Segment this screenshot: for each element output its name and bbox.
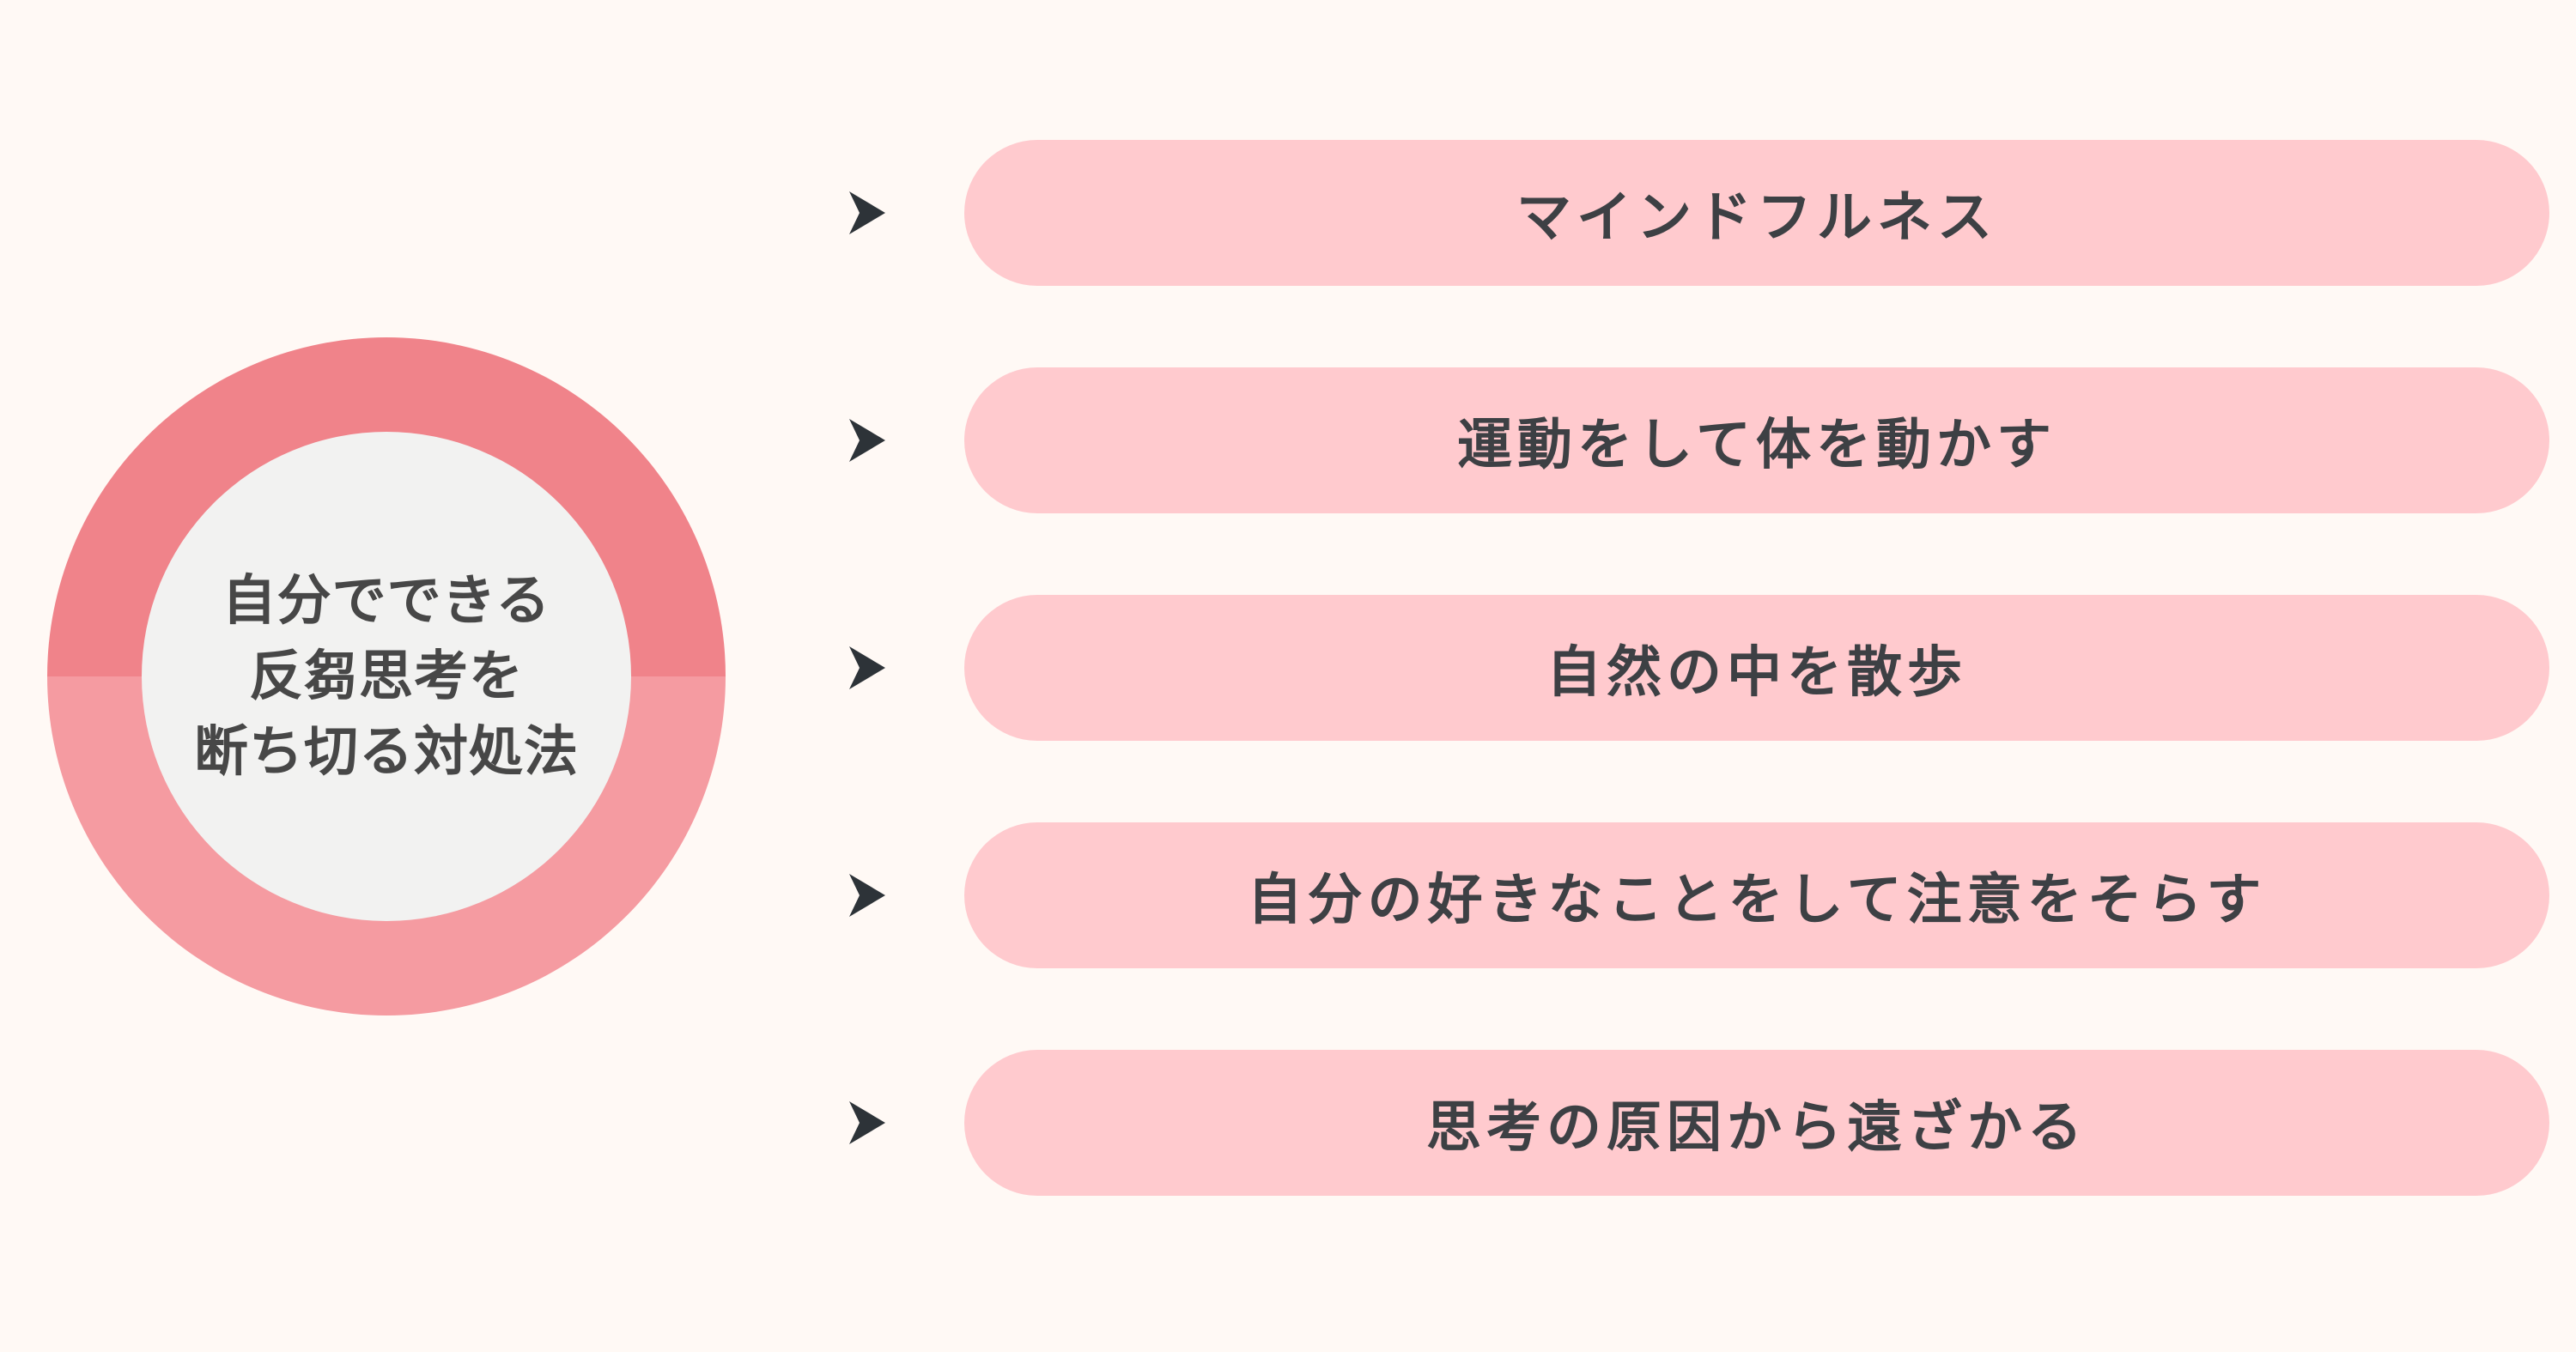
item-label: 自然の中を散歩 (1546, 641, 1967, 705)
list-item: 運動をして体を動かす (849, 367, 2549, 513)
hub-title-line: 断ち切る対処法 (194, 720, 579, 783)
item-label: 思考の原因から遠ざかる (1426, 1096, 2087, 1160)
item-label: 自分の好きなことをして注意をそらす (1247, 869, 2267, 932)
arrowhead-right-icon (849, 646, 885, 689)
item-pill: マインドフルネス (964, 140, 2549, 286)
item-pill: 思考の原因から遠ざかる (964, 1050, 2549, 1196)
hub-title-line: 反芻思考を (249, 645, 524, 707)
hub-ring: 自分でできる 反芻思考を 断ち切る対処法 (47, 337, 726, 1016)
item-label: 運動をして体を動かす (1456, 414, 2057, 477)
list-item: 自分の好きなことをして注意をそらす (849, 822, 2549, 968)
arrowhead-right-icon (849, 191, 885, 234)
arrowhead-right-icon (849, 874, 885, 917)
list-item: マインドフルネス (849, 140, 2549, 286)
item-label: マインドフルネス (1516, 186, 1997, 250)
hub-inner-circle: 自分でできる 反芻思考を 断ち切る対処法 (142, 432, 631, 921)
list-item: 自然の中を散歩 (849, 595, 2549, 741)
item-pill: 自然の中を散歩 (964, 595, 2549, 741)
arrowhead-right-icon (849, 1101, 885, 1144)
hub-title-line: 自分でできる (222, 569, 551, 632)
list-item: 思考の原因から遠ざかる (849, 1050, 2549, 1196)
arrowhead-right-icon (849, 419, 885, 462)
item-pill: 運動をして体を動かす (964, 367, 2549, 513)
item-pill: 自分の好きなことをして注意をそらす (964, 822, 2549, 968)
coping-methods-list: マインドフルネス 運動をして体を動かす 自然の中を散歩 (849, 140, 2549, 1196)
